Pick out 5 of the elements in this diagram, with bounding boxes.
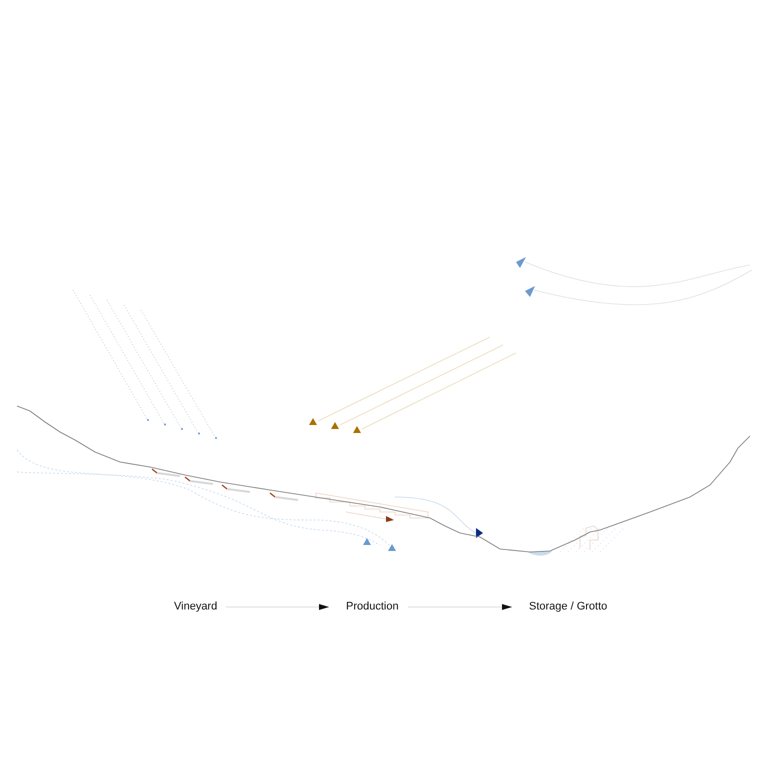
step-label: Vineyard: [174, 600, 218, 614]
arrow: [408, 604, 512, 610]
step-label: Production: [346, 600, 399, 614]
arrow: [226, 604, 330, 610]
step-label: Storage / Grotto: [529, 600, 608, 614]
